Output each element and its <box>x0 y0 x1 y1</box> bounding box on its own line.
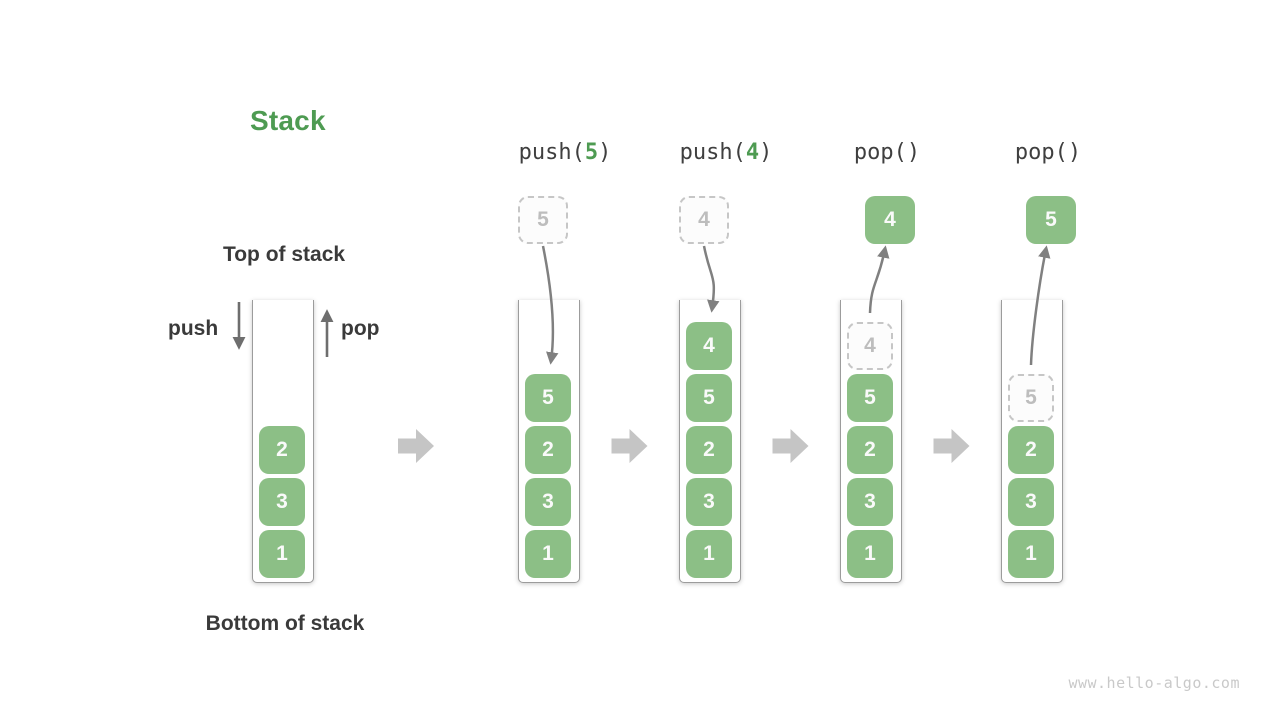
stack-box: 3 <box>259 478 305 526</box>
stack-box: 1 <box>259 530 305 578</box>
stack-box: 3 <box>686 478 732 526</box>
diagram-title: Stack <box>250 105 326 136</box>
watermark-url: www.hello-algo.com <box>1068 674 1240 692</box>
top-of-stack-label: Top of stack <box>222 243 346 266</box>
push-label: push <box>168 317 219 340</box>
stack-box: 5 <box>686 374 732 422</box>
next-step-arrow-icon <box>933 429 970 463</box>
stack-box: 2 <box>525 426 571 474</box>
op-label-arg: 5 <box>584 140 599 165</box>
next-step-arrow-icon <box>772 429 809 463</box>
op-label-pre: push( <box>679 140 746 165</box>
op-label-post: ) <box>598 140 612 165</box>
operation-label: push(4) <box>680 140 773 165</box>
bottom-of-stack-label: Bottom of stack <box>205 612 365 635</box>
pop-label: pop <box>341 317 380 340</box>
popped-value-box: 4 <box>865 196 915 244</box>
stack-box: 2 <box>847 426 893 474</box>
stack-box: 3 <box>1008 478 1054 526</box>
operation-label: pop() <box>1015 140 1081 165</box>
op-label-arg: 4 <box>745 140 760 165</box>
op-label-post: ) <box>1067 140 1082 165</box>
stack-box: 2 <box>259 426 305 474</box>
stack-box: 3 <box>525 478 571 526</box>
op-label-pre: pop( <box>853 140 907 165</box>
stack-box: 1 <box>525 530 571 578</box>
pushed-value-box: 5 <box>518 196 568 244</box>
ghost-stack-box: 4 <box>847 322 893 370</box>
stack-box: 5 <box>847 374 893 422</box>
op-label-post: ) <box>906 140 921 165</box>
stack-box: 2 <box>1008 426 1054 474</box>
stack-box: 5 <box>525 374 571 422</box>
popped-value-box: 5 <box>1026 196 1076 244</box>
next-step-arrow-icon <box>611 429 648 463</box>
next-step-arrow-icon <box>398 429 434 463</box>
stack-box: 2 <box>686 426 732 474</box>
stack-box: 1 <box>847 530 893 578</box>
stack-box: 1 <box>686 530 732 578</box>
pushed-value-box: 4 <box>679 196 729 244</box>
stack-box: 4 <box>686 322 732 370</box>
operation-label: push(5) <box>519 140 612 165</box>
op-label-post: ) <box>759 140 773 165</box>
operation-label: pop() <box>854 140 920 165</box>
ghost-stack-box: 5 <box>1008 374 1054 422</box>
stack-box: 1 <box>1008 530 1054 578</box>
op-label-pre: push( <box>518 140 585 165</box>
stack-box: 3 <box>847 478 893 526</box>
op-label-pre: pop( <box>1014 140 1068 165</box>
